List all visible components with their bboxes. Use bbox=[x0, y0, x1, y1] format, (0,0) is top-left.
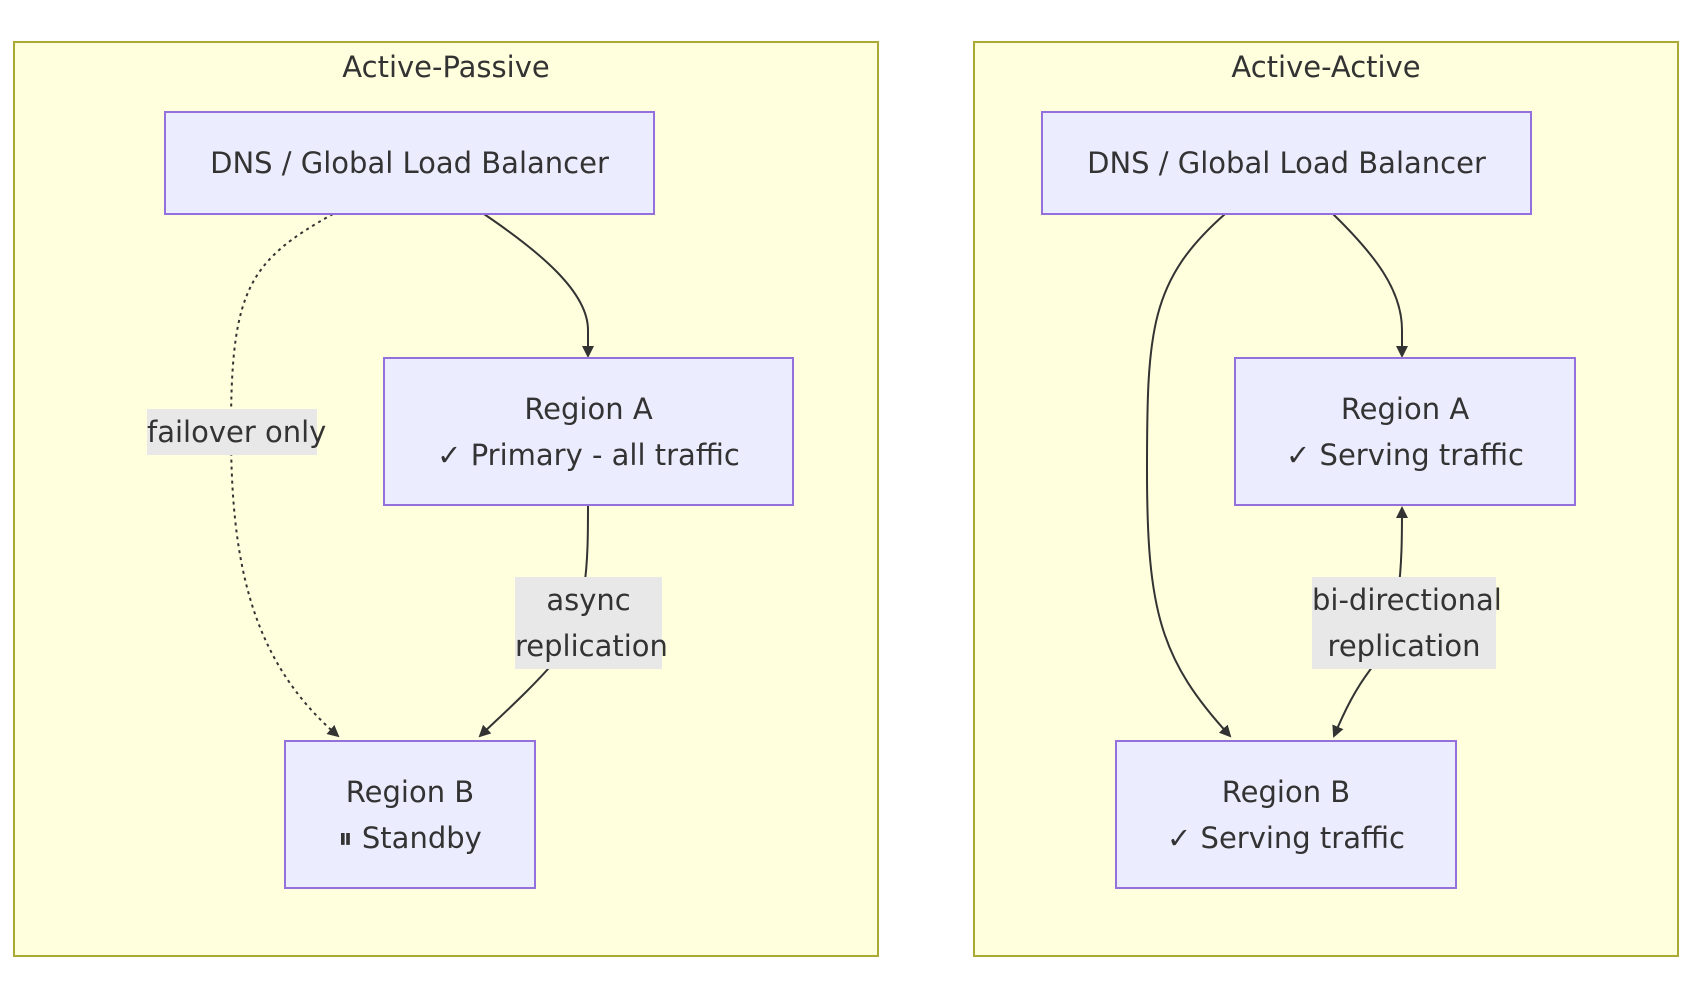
ap-region-a-node: Region A ✓ Primary - all traffic bbox=[383, 357, 794, 506]
ap-failover-label-text: failover only bbox=[147, 415, 327, 449]
aa-replication-label-line1: bi-directional bbox=[1312, 583, 1502, 617]
ap-region-b-status: ⏸ Standby bbox=[338, 820, 482, 855]
aa-region-b-status: ✓ Serving traffic bbox=[1167, 820, 1405, 855]
ap-replication-label-line2: replication bbox=[515, 629, 668, 663]
ap-region-a-name: Region A bbox=[524, 391, 653, 426]
active-active-title: Active-Active bbox=[1231, 50, 1421, 84]
ap-region-b-node: Region B ⏸ Standby bbox=[284, 740, 536, 889]
aa-region-a-node: Region A ✓ Serving traffic bbox=[1234, 357, 1576, 506]
active-passive-title: Active-Passive bbox=[342, 50, 550, 84]
ap-dns-node: DNS / Global Load Balancer bbox=[164, 111, 655, 215]
aa-region-a-status: ✓ Serving traffic bbox=[1286, 437, 1524, 472]
ap-dns-label: DNS / Global Load Balancer bbox=[210, 146, 609, 180]
aa-dns-node: DNS / Global Load Balancer bbox=[1041, 111, 1532, 215]
aa-region-a-name: Region A bbox=[1340, 391, 1470, 426]
aa-dns-label: DNS / Global Load Balancer bbox=[1087, 146, 1486, 180]
ap-failover-label: failover only bbox=[147, 409, 327, 455]
ap-region-a-status: ✓ Primary - all traffic bbox=[437, 437, 740, 472]
ap-replication-label-line1: async bbox=[546, 583, 631, 617]
ap-region-b-name: Region B bbox=[345, 774, 475, 809]
aa-replication-label-line2: replication bbox=[1327, 629, 1481, 663]
aa-region-b-node: Region B ✓ Serving traffic bbox=[1115, 740, 1457, 889]
aa-replication-label: bi-directional replication bbox=[1312, 577, 1502, 669]
aa-region-b-name: Region B bbox=[1221, 774, 1351, 809]
ap-replication-label: async replication bbox=[515, 577, 668, 669]
